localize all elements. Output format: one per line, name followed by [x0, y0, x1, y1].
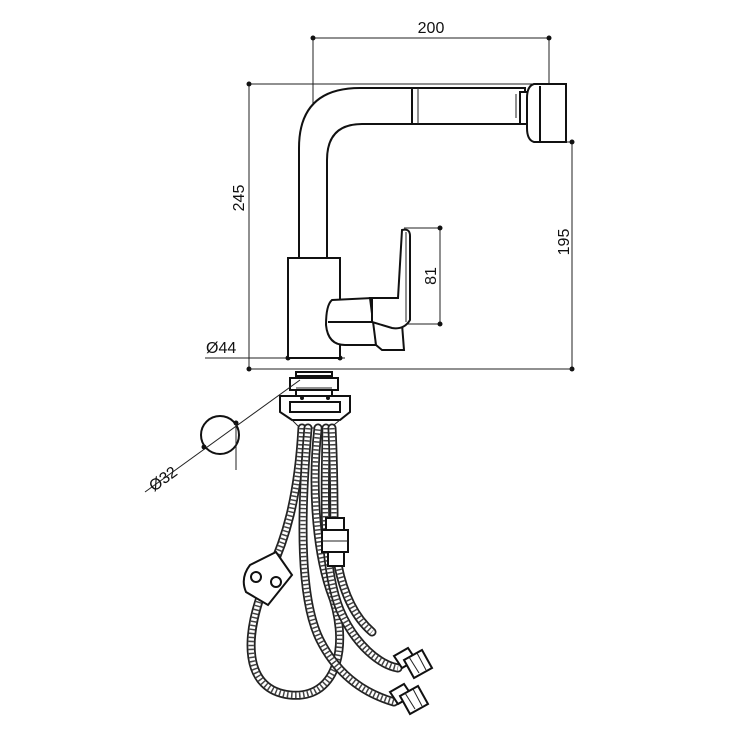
spout-head: [526, 83, 567, 143]
dimension-lever-height: 81: [404, 225, 443, 327]
mounting-hole-detail: Ø32: [144, 379, 301, 496]
dimension-label-200: 200: [418, 20, 445, 37]
dimension-label-245: 245: [231, 185, 248, 212]
mounting-shank: [279, 371, 351, 429]
dimension-label-32: Ø32: [146, 464, 181, 496]
hose-connector: [321, 517, 349, 567]
supply-hoses: [246, 423, 403, 707]
hose-weight: [242, 550, 294, 607]
faucet-spout: [298, 87, 533, 259]
dimension-label-81: 81: [423, 267, 440, 285]
lever-handle: [371, 228, 411, 330]
dimension-label-44: Ø44: [206, 340, 236, 357]
dimension-spout-height: 195: [536, 139, 575, 372]
dimension-total-height: 245: [231, 81, 540, 372]
dimension-label-195: 195: [556, 229, 573, 256]
hose-end-fittings: [388, 646, 434, 716]
